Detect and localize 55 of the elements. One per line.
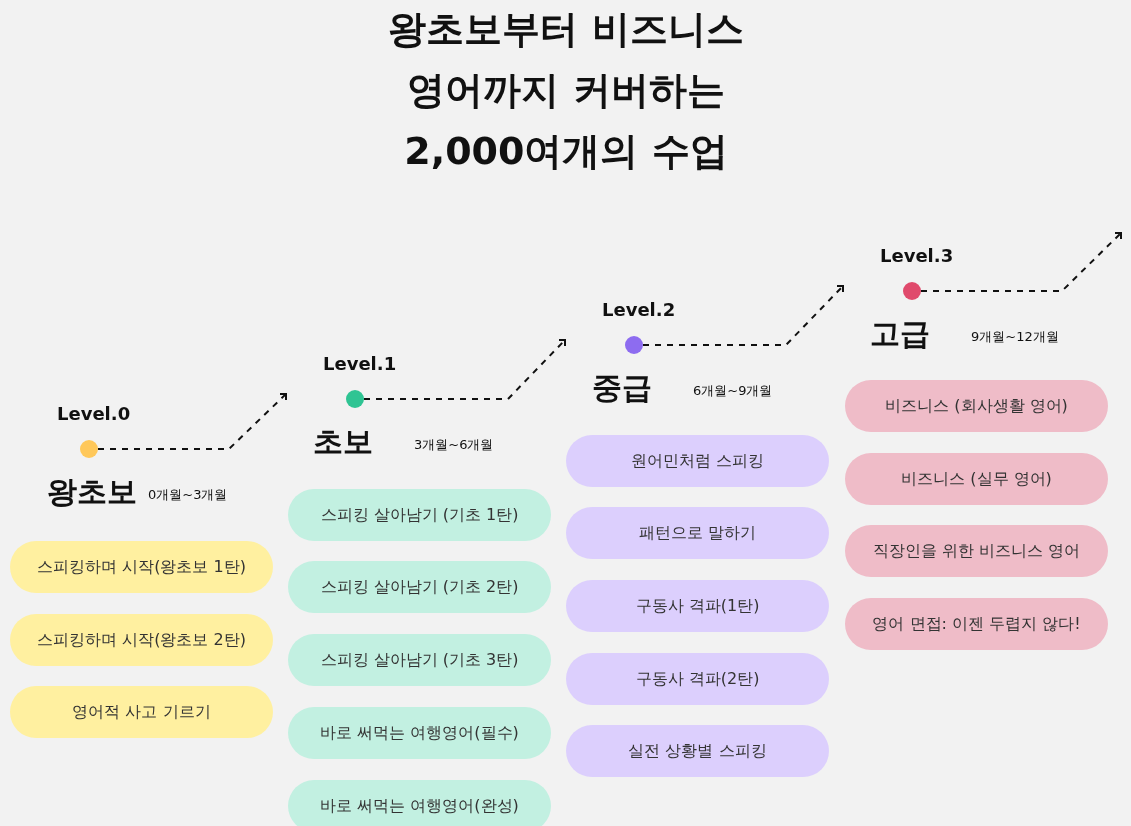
course-title: 원어민처럼 스피킹 [630,450,765,472]
level-dot [625,336,643,354]
title: 왕초보부터 비즈니스 영어까지 커버하는 2,000여개의 수업 [387,6,745,175]
course-pill [10,686,273,738]
course-title: 비즈니스 (실무 영어) [901,468,1052,490]
course-title: 비즈니스 (회사생활 영어) [885,395,1068,417]
course-title: 스피킹 살아남기 (기초 3탄) [320,649,519,671]
duration-label: 3개월~6개월 [414,436,494,454]
level-label: Level.1 [323,353,397,374]
course-pill [845,380,1108,432]
course-title: 바로 써먹는 여행영어(필수) [320,722,519,744]
course-pill [288,634,551,686]
course-pill [566,725,829,777]
course-pill [566,653,829,705]
course-title: 스피킹 살아남기 (기초 1탄) [320,504,519,526]
course-pill [288,489,551,541]
course-pill [845,453,1108,505]
duration-label: 9개월~12개월 [971,328,1059,346]
course-pill [10,614,273,666]
course-title: 영어 면접: 이젠 두렵지 않다! [872,613,1081,635]
level-label: Level.0 [57,403,131,424]
course-pill [566,435,829,487]
dashed-arrow [642,285,844,346]
level-name: 고급 [870,315,930,353]
course-title: 바로 써먹는 여행영어(완성) [320,795,519,817]
level-label: Level.3 [880,245,954,266]
course-title: 구동사 격파(1탄) [635,595,760,617]
level-name: 중급 [592,369,652,407]
duration-label: 0개월~3개월 [148,486,228,504]
course-title: 스피킹하며 시작(왕초보 2탄) [37,629,246,651]
course-pill [10,541,273,593]
course-pill [288,561,551,613]
course-title: 직장인을 위한 비즈니스 영어 [872,540,1081,562]
course-title: 영어적 사고 기르기 [72,701,211,723]
level-name: 초보 [313,423,373,461]
course-title: 스피킹하며 시작(왕초보 1탄) [37,556,246,578]
course-pill [845,525,1108,577]
course-pill [566,580,829,632]
dashed-arrow [920,232,1122,292]
level-label: Level.2 [602,299,676,320]
course-title: 실전 상황별 스피킹 [628,740,767,762]
course-title: 구동사 격파(2탄) [635,668,760,690]
level-dot [903,282,921,300]
dashed-arrow [363,339,566,400]
course-pill [288,780,551,826]
course-title: 스피킹 살아남기 (기초 2탄) [320,576,519,598]
duration-label: 6개월~9개월 [693,382,773,400]
course-pill [845,598,1108,650]
course-pill [566,507,829,559]
level-dot [80,440,98,458]
dashed-arrow [97,393,287,450]
course-title: 패턴으로 말하기 [638,522,757,544]
course-pill [288,707,551,759]
level-dot [346,390,364,408]
level-name: 왕초보 [47,473,137,511]
